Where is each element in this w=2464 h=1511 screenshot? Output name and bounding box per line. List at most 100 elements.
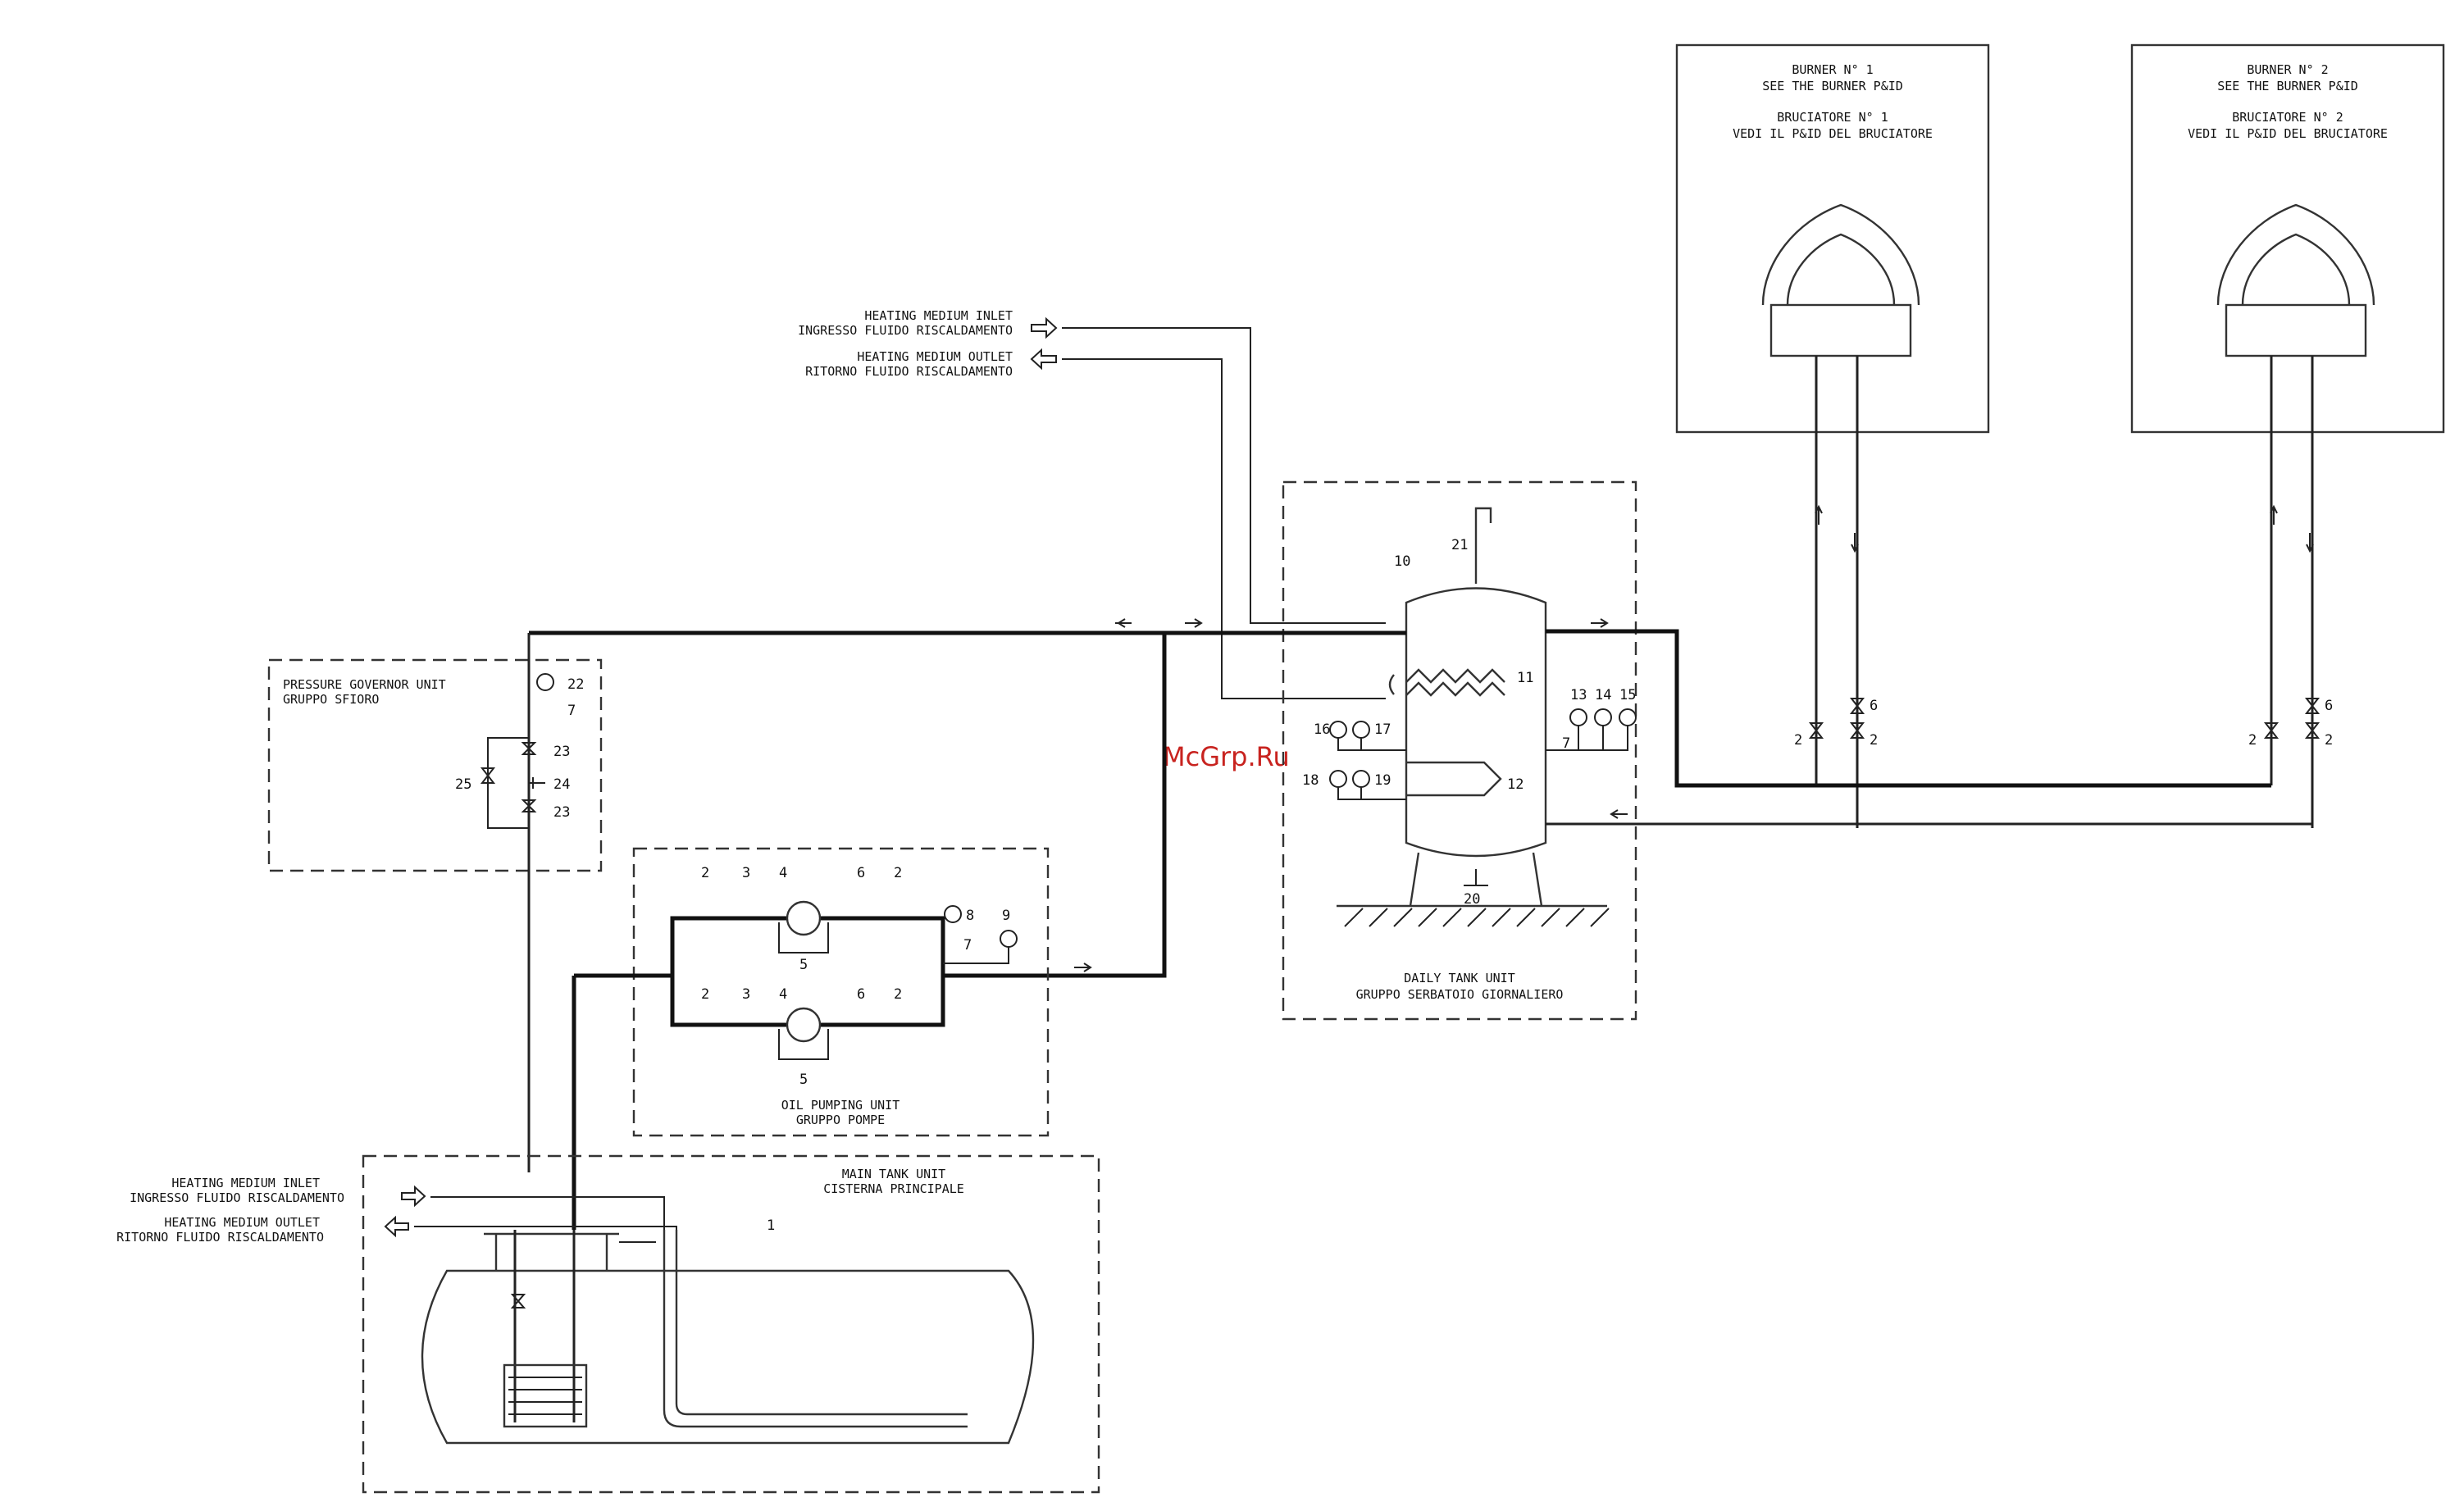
tag-2: 2 xyxy=(2325,732,2333,749)
heating-coil-icon xyxy=(1405,668,1505,684)
arrow-right-icon xyxy=(1074,963,1092,972)
main-tank-unit: MAIN TANK UNIT CISTERNA PRINCIPALE xyxy=(362,1154,1100,1494)
gauge-icon xyxy=(1000,930,1018,948)
tag-24: 24 xyxy=(553,776,570,793)
pumping-unit-label-it: GRUPPO POMPE xyxy=(796,1113,885,1127)
arrow-left-icon xyxy=(384,1215,409,1238)
daily-tank-label-it: GRUPPO SERBATOIO GIORNALIERO xyxy=(1356,987,1564,1002)
main-tank-label-en: MAIN TANK UNIT xyxy=(842,1167,945,1181)
tag-14: 14 xyxy=(1595,687,1611,703)
check-valve-icon xyxy=(2304,698,2321,714)
arrow-down-icon xyxy=(2306,533,2314,553)
tag-23: 23 xyxy=(553,804,570,821)
tag-3: 3 xyxy=(742,865,750,881)
burner-2-frame xyxy=(2130,43,2445,434)
daily-tank-vessel xyxy=(1405,587,1547,858)
heating-pipe-inner xyxy=(675,1230,968,1416)
main-tank-label-it: CISTERNA PRINCIPALE xyxy=(823,1181,964,1196)
valve-icon xyxy=(1808,722,1824,739)
valve-icon xyxy=(521,742,537,755)
burner-1-unit: BURNER N° 1 SEE THE BURNER P&ID BRUCIATO… xyxy=(1675,43,1990,434)
heating-pipe-outer xyxy=(663,1230,968,1428)
arrow-left-icon xyxy=(1115,618,1132,628)
heating-top-outlet-it: RITORNO FLUIDO RISCALDAMENTO xyxy=(805,364,1013,379)
tag-6: 6 xyxy=(857,986,865,1003)
tag-2: 2 xyxy=(894,986,902,1003)
coil-flange xyxy=(1388,674,1395,695)
daily-tank-unit: DAILY TANK UNIT GRUPPO SERBATOIO GIORNAL… xyxy=(1282,480,1637,1021)
gauge-icon xyxy=(1619,708,1637,726)
tag-2: 2 xyxy=(701,986,709,1003)
tag-7: 7 xyxy=(567,703,576,719)
burner-1-flame-icon xyxy=(1761,203,1920,306)
pressure-unit-label-en: PRESSURE GOVERNOR UNIT xyxy=(283,677,446,692)
tag-4: 4 xyxy=(779,865,787,881)
heating-top-inlet-it: INGRESSO FLUIDO RISCALDAMENTO xyxy=(798,323,1013,338)
valve-icon xyxy=(480,767,496,784)
burner-1-title-it: BRUCIATORE N° 1 xyxy=(1777,110,1888,125)
tag-2: 2 xyxy=(2248,732,2257,749)
valve-icon xyxy=(1849,722,1865,739)
burner-2-see-it: VEDI IL P&ID DEL BRUCIATORE xyxy=(2188,126,2388,141)
oil-pumping-unit: OIL PUMPING UNIT GRUPPO POMPE xyxy=(574,847,1050,1137)
pressure-governor-unit: PRESSURE GOVERNOR UNIT GRUPPO SFIORO xyxy=(267,633,603,1172)
tag-10: 10 xyxy=(1394,553,1410,570)
heating-medium-bottom: HEATING MEDIUM INLET INGRESSO FLUIDO RIS… xyxy=(116,1176,677,1245)
arrow-up-icon xyxy=(1815,504,1823,525)
burner-1-see-it: VEDI IL P&ID DEL BRUCIATORE xyxy=(1733,126,1933,141)
burner-2-see: SEE THE BURNER P&ID xyxy=(2217,79,2358,93)
gauge-icon xyxy=(944,905,962,923)
tag-6: 6 xyxy=(1870,698,1878,714)
heating-top-inlet-en: HEATING MEDIUM INLET xyxy=(864,308,1013,323)
burner-1-flame-inner-icon xyxy=(1786,233,1896,306)
daily-tank-frame xyxy=(1282,480,1637,1021)
heating-top-outlet-en: HEATING MEDIUM OUTLET xyxy=(857,349,1013,364)
arrow-right-icon xyxy=(401,1185,426,1208)
heating-medium-top: HEATING MEDIUM INLET INGRESSO FLUIDO RIS… xyxy=(798,308,1386,699)
valve-icon xyxy=(510,1294,526,1308)
arrow-down-icon xyxy=(1851,533,1859,553)
tag-9: 9 xyxy=(1002,908,1010,924)
check-valve-icon xyxy=(1849,698,1865,714)
tag-6: 6 xyxy=(2325,698,2333,714)
daily-tank-label-en: DAILY TANK UNIT xyxy=(1404,971,1514,985)
tag-5: 5 xyxy=(799,957,808,973)
tag-4: 4 xyxy=(779,986,787,1003)
burner-2-unit: BURNER N° 2 SEE THE BURNER P&ID BRUCIATO… xyxy=(2130,43,2445,434)
heating-coil-icon xyxy=(1405,681,1505,697)
tag-1: 1 xyxy=(767,1217,775,1234)
suction-heater-icon xyxy=(503,1363,588,1428)
pumping-unit-frame xyxy=(632,847,1050,1137)
gauge-icon xyxy=(1569,708,1587,726)
heating-bottom-outlet-en: HEATING MEDIUM OUTLET xyxy=(164,1215,320,1230)
main-tank-vessel xyxy=(421,1269,1035,1445)
burner-2-title: BURNER N° 2 xyxy=(2247,62,2328,77)
tag-18: 18 xyxy=(1302,772,1319,789)
relief-valve-icon xyxy=(529,777,545,789)
burner-1-see: SEE THE BURNER P&ID xyxy=(1762,79,1903,93)
gauge-icon xyxy=(1329,721,1347,739)
tag-20: 20 xyxy=(1464,891,1480,908)
tag-6: 6 xyxy=(857,865,865,881)
main-tank-frame xyxy=(362,1154,1100,1494)
tag-5: 5 xyxy=(799,1072,808,1088)
vent-pipe xyxy=(1474,507,1492,533)
burner-2-head xyxy=(2225,303,2367,357)
tag-19: 19 xyxy=(1374,772,1391,789)
valve-icon xyxy=(521,799,537,812)
burner-2-title-it: BRUCIATORE N° 2 xyxy=(2232,110,2343,125)
electric-heater-icon xyxy=(1406,761,1502,797)
heating-bottom-inlet-en: HEATING MEDIUM INLET xyxy=(171,1176,320,1190)
burner-lines xyxy=(1808,356,2321,828)
ground-hatch xyxy=(1344,908,1610,927)
coil-icon xyxy=(508,1377,582,1415)
arrow-right-icon xyxy=(1185,618,1203,628)
gauge-icon xyxy=(1329,770,1347,788)
pressure-governor-frame xyxy=(267,658,603,872)
gauge-icon xyxy=(1352,721,1370,739)
arrow-up-icon xyxy=(2270,504,2278,525)
burner-1-frame xyxy=(1675,43,1990,434)
arrow-right-icon xyxy=(1031,316,1058,339)
